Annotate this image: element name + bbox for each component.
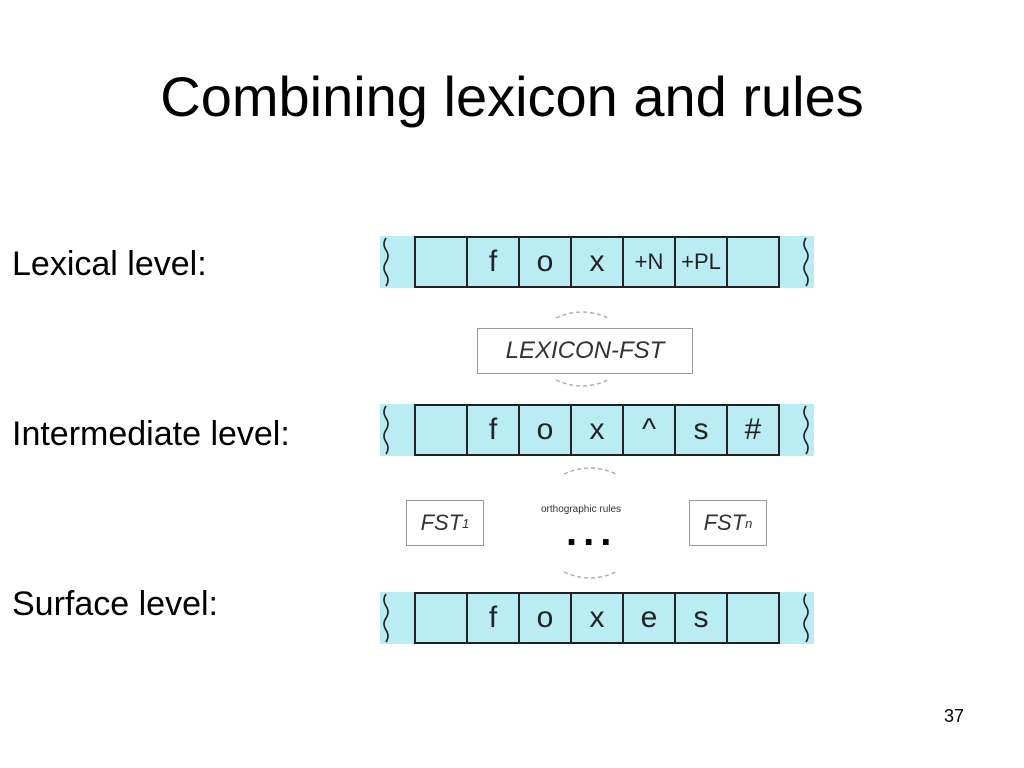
- tape-cell: [728, 236, 780, 288]
- surface-tape: f o x e s: [380, 592, 814, 644]
- tape-cell: x: [572, 236, 624, 288]
- page-number: 37: [943, 706, 964, 726]
- tape-cell: o: [520, 236, 572, 288]
- surface-cells: f o x e s: [414, 592, 780, 644]
- intermediate-level-label: Intermediate level:: [12, 415, 290, 453]
- ellipsis: ...: [566, 510, 618, 554]
- tape-cell: s: [676, 404, 728, 456]
- tape-left-end: [380, 592, 414, 644]
- fst-first-subscript: 1: [462, 515, 470, 531]
- tape-cell: e: [624, 592, 676, 644]
- up-arrow-icon: [563, 467, 617, 475]
- tape-cell: s: [676, 592, 728, 644]
- lexical-tape: f o x +N +PL: [380, 236, 814, 288]
- down-arrow-icon: [555, 379, 609, 387]
- tape-cell: +N: [624, 236, 676, 288]
- up-arrow-icon: [555, 311, 609, 319]
- tape-left-end: [380, 236, 414, 288]
- tape-cell: f: [468, 404, 520, 456]
- tape-cell: x: [572, 592, 624, 644]
- tape-cell: f: [468, 592, 520, 644]
- tape-left-end: [380, 404, 414, 456]
- tape-right-end: [780, 592, 814, 644]
- lexical-cells: f o x +N +PL: [414, 236, 780, 288]
- tape-cell: [416, 404, 468, 456]
- intermediate-tape: f o x ^ s #: [380, 404, 814, 456]
- lexical-level-label: Lexical level:: [12, 245, 207, 283]
- orthographic-rules-label: orthographic rules: [541, 504, 622, 515]
- tape-cell: [416, 592, 468, 644]
- tape-right-end: [780, 236, 814, 288]
- fst-last-label: FST: [703, 510, 746, 535]
- tape-cell: o: [520, 404, 572, 456]
- slide-title: Combining lexicon and rules: [160, 65, 864, 128]
- tape-cell: [728, 592, 780, 644]
- tape-cell: ^: [624, 404, 676, 456]
- tape-cell: [416, 236, 468, 288]
- tape-cell: o: [520, 592, 572, 644]
- down-arrow-icon: [563, 571, 617, 579]
- tape-cell: +PL: [676, 236, 728, 288]
- fst-last-subscript: n: [745, 515, 753, 531]
- fst-first-label: FST: [420, 510, 463, 535]
- intermediate-cells: f o x ^ s #: [414, 404, 780, 456]
- tape-cell: #: [728, 404, 780, 456]
- tape-cell: f: [468, 236, 520, 288]
- tape-cell: x: [572, 404, 624, 456]
- surface-level-label: Surface level:: [12, 585, 218, 623]
- tape-right-end: [780, 404, 814, 456]
- lexicon-fst-box: LEXICON-FST: [477, 328, 693, 374]
